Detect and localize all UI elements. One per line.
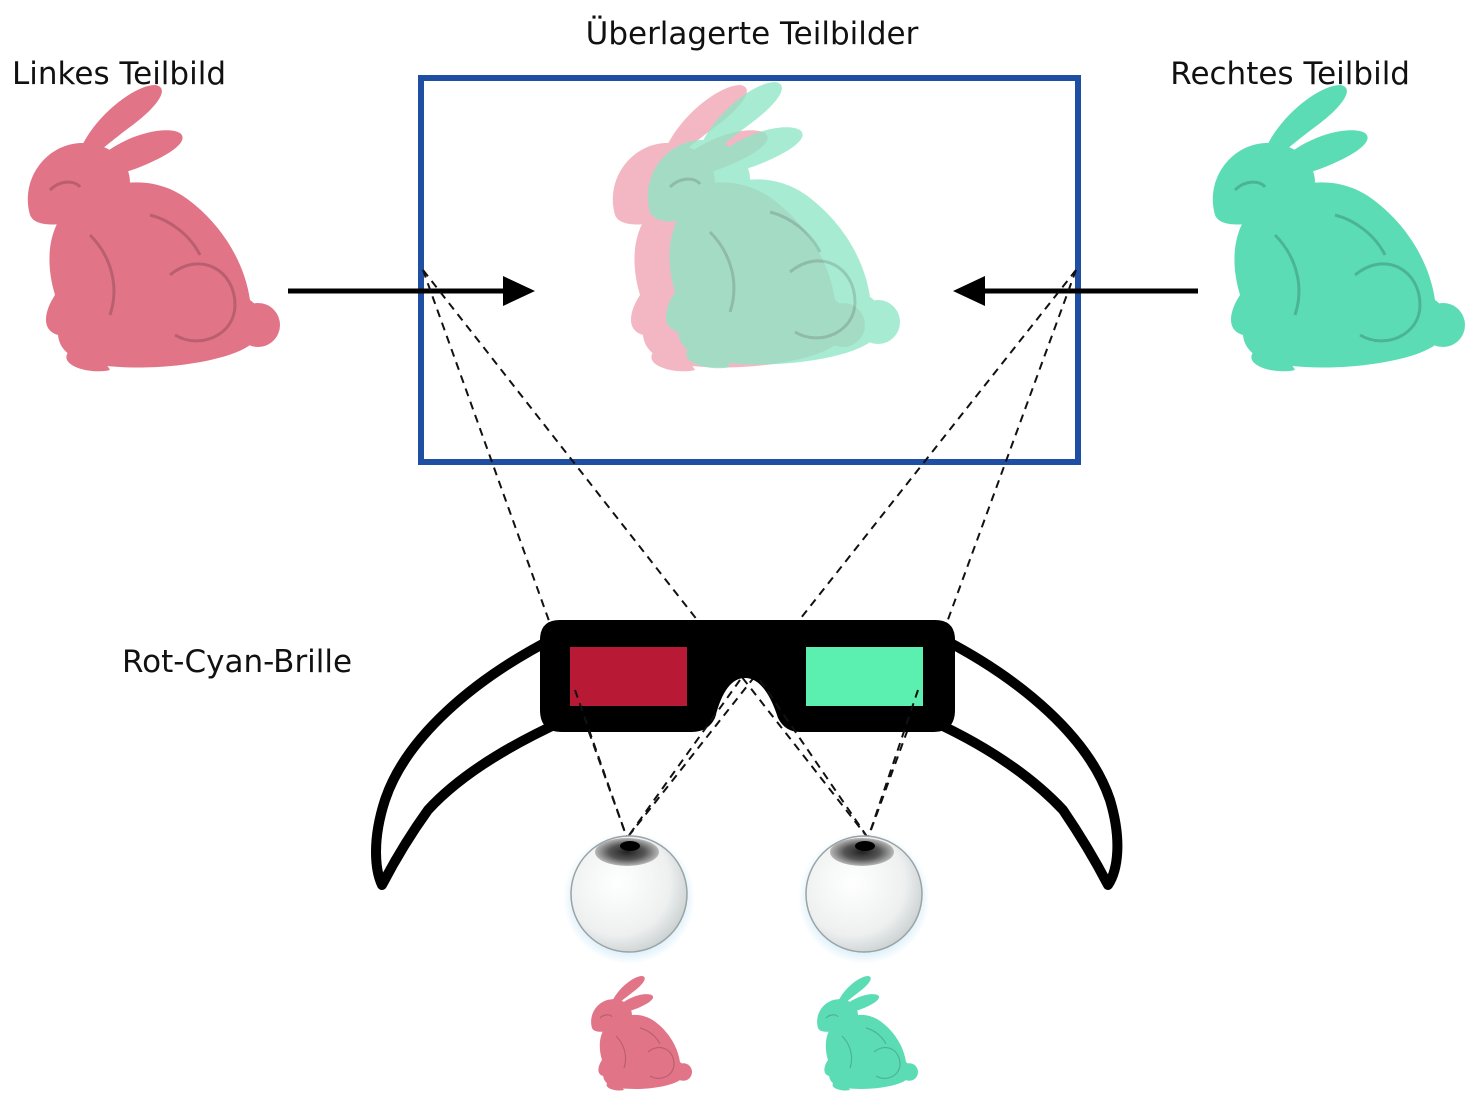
sight-lines xyxy=(422,269,1077,839)
right-eyeball-icon xyxy=(798,832,930,964)
cyan-lens xyxy=(806,647,923,706)
left-eyeball-icon xyxy=(563,832,695,964)
right-image-label: Rechtes Teilbild xyxy=(1170,56,1410,92)
left-bunny-icon xyxy=(27,85,280,372)
small-cyan-bunny-icon xyxy=(817,976,918,1091)
left-image-label: Linkes Teilbild xyxy=(12,56,226,92)
anaglyph-glasses-icon xyxy=(371,620,1123,890)
right-arrow-icon xyxy=(953,276,1198,306)
left-arrow-icon xyxy=(288,276,535,306)
right-bunny-icon xyxy=(1212,85,1465,372)
sight-lines-lower xyxy=(574,679,919,839)
overlay-label: Überlagerte Teilbilder xyxy=(586,15,919,52)
red-lens xyxy=(570,647,687,706)
glasses-label: Rot-Cyan-Brille xyxy=(122,644,352,680)
small-red-bunny-icon xyxy=(591,976,692,1091)
